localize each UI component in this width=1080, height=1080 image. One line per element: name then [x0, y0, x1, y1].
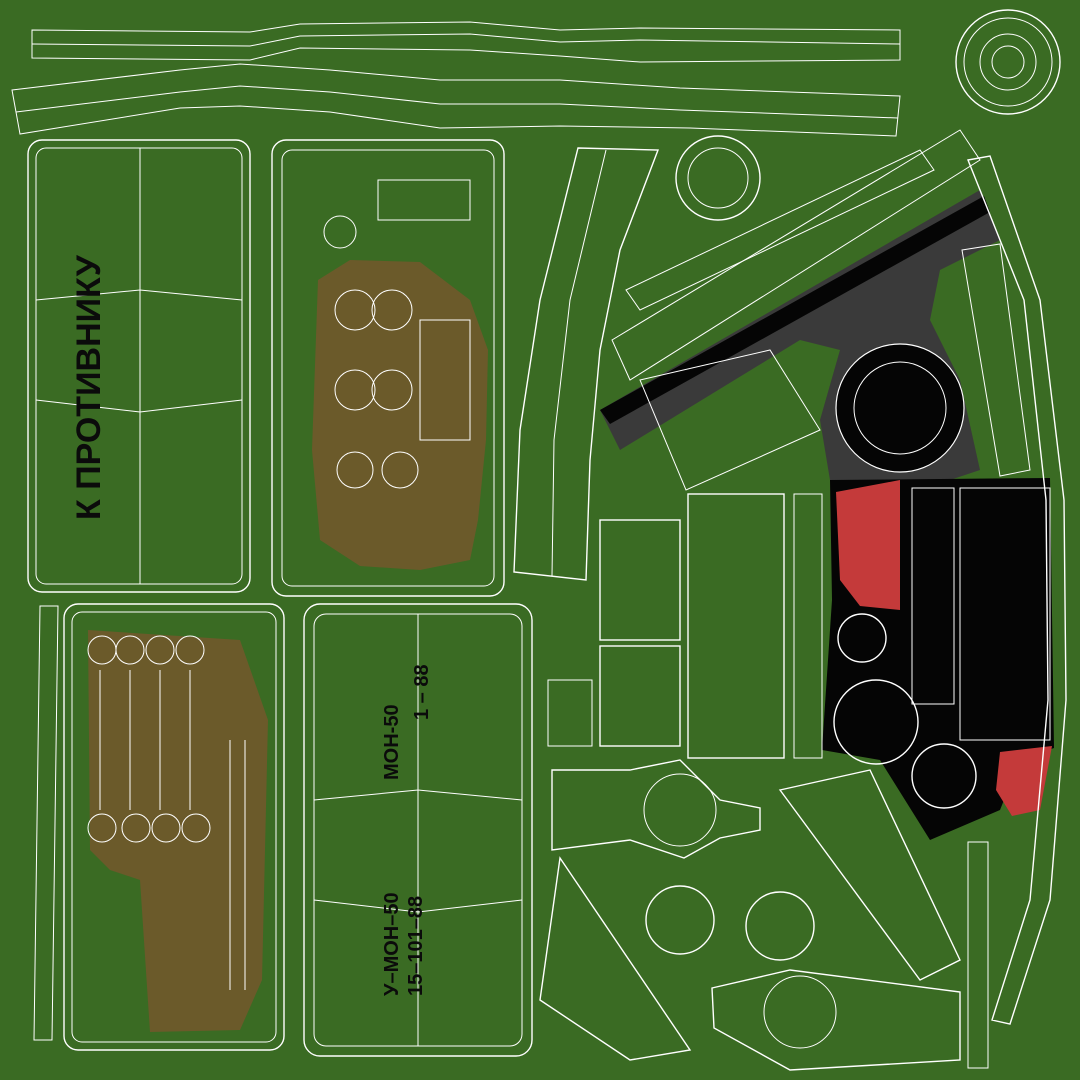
- mark-b-line1: У–МОН–50: [381, 892, 403, 996]
- red-patch-b: [996, 746, 1052, 816]
- right-ladder-strip: [961, 243, 1031, 477]
- dark-octagon-top: [835, 343, 965, 473]
- dirt-patch-b: [88, 630, 268, 1032]
- panel-bottom-middle: МОН-50 1 – 88 У–МОН–50 15–101–88: [303, 603, 533, 1057]
- mark-a-line1: МОН-50: [381, 704, 403, 780]
- dirt-patch-a: [312, 260, 488, 570]
- top-strip-group: [11, 21, 901, 137]
- red-patch-a: [836, 480, 900, 610]
- panel-side-left: К ПРОТИВНИКУ: [27, 139, 251, 593]
- mid-box-group: [547, 349, 823, 759]
- mark-a-line2: 1 – 88: [411, 664, 433, 720]
- top-ring: [955, 9, 1061, 115]
- diag-strip-a: [611, 129, 981, 381]
- strip-left: [33, 605, 59, 1041]
- mark-b-line2: 15–101–88: [405, 896, 427, 996]
- panel-bottom-left: [63, 603, 285, 1051]
- black-block: [822, 478, 1054, 840]
- arch-strip: [513, 147, 660, 581]
- diag-strip-b: [625, 149, 935, 311]
- right-curve-strip: [967, 155, 1067, 1025]
- panel-top-middle: [271, 139, 505, 597]
- gear-ring: [675, 135, 761, 221]
- side-stencil-label: К ПРОТИВНИКУ: [70, 254, 108, 520]
- bottom-piece-group: [539, 759, 989, 1071]
